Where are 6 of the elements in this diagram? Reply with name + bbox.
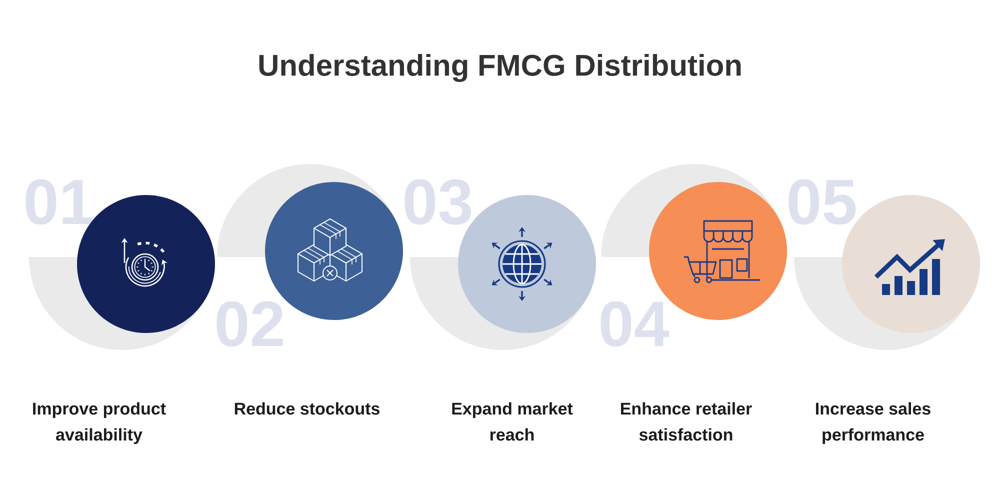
caption: Reduce stockouts (234, 402, 380, 415)
caption: Enhance retailer satisfaction (621, 402, 752, 441)
title: Understanding FMCG Distribution (259, 54, 741, 82)
caption: Expand market reach (452, 402, 573, 441)
caption: Improve product availability (33, 402, 166, 444)
caption: Increase sales performance (816, 402, 930, 444)
